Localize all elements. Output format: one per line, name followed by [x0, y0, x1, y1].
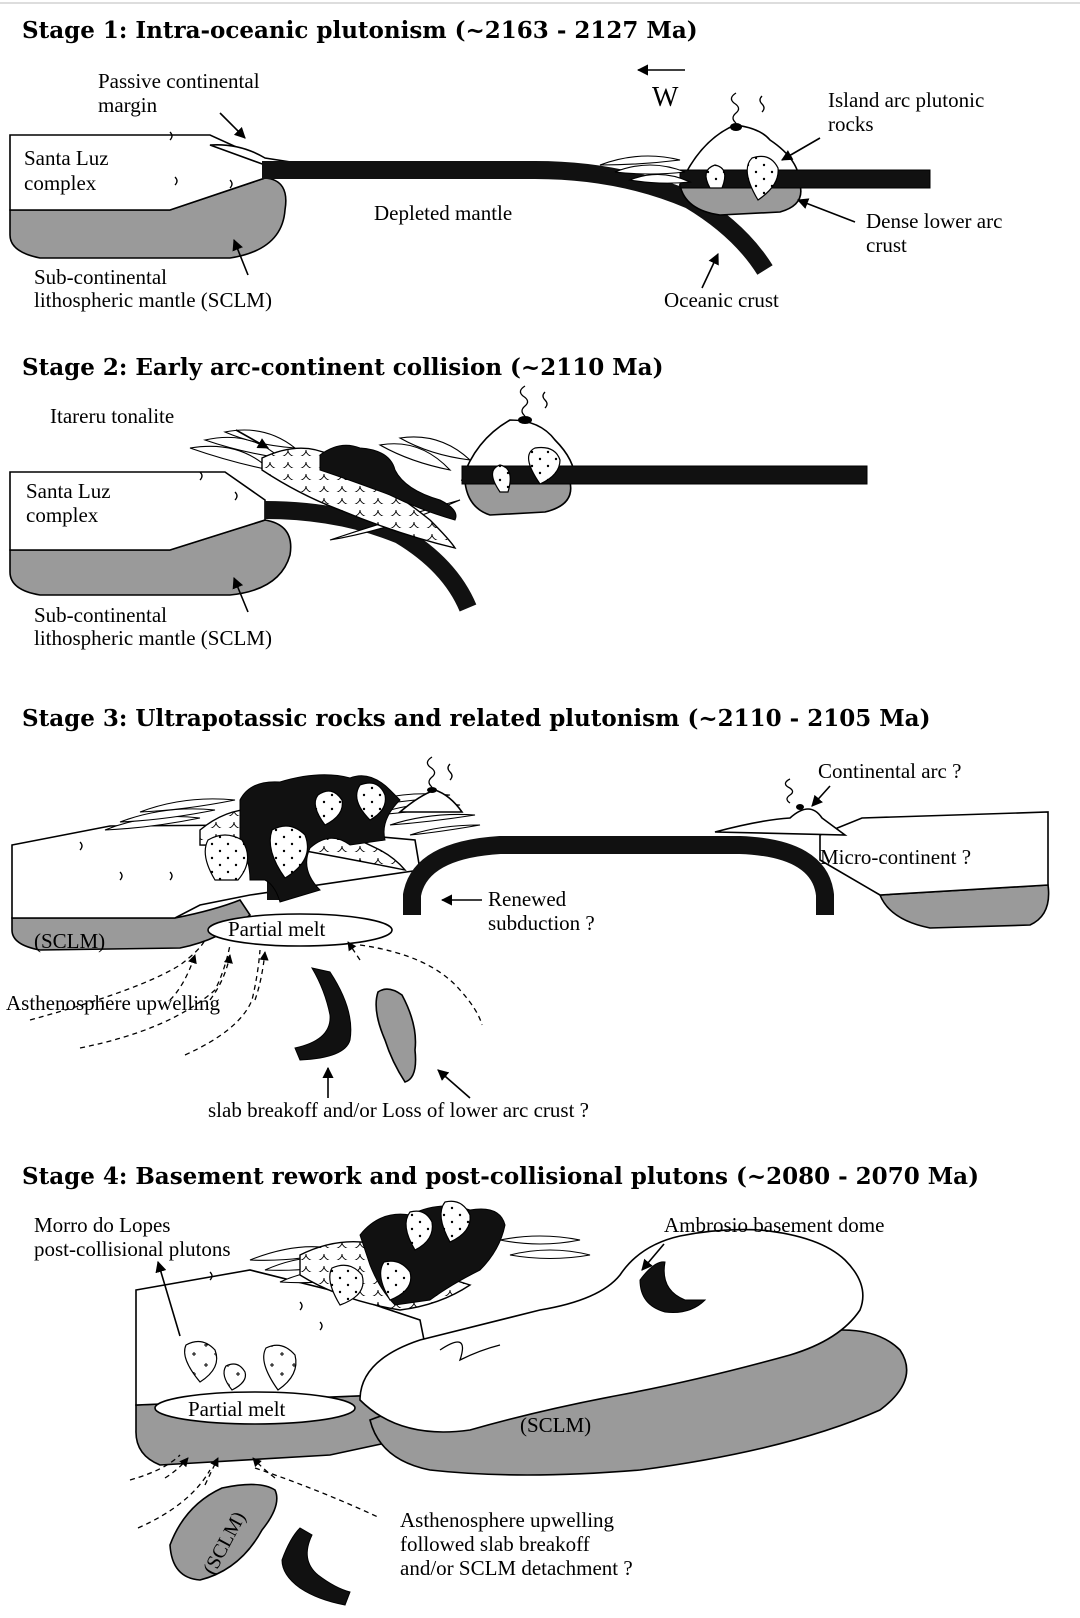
- stage4-morro-label-2: post-collisional plutons: [34, 1237, 231, 1261]
- stage4-panel: Stage 4: Basement rework and post-collis…: [22, 1163, 979, 1605]
- stage3-renewed-slab: [412, 845, 825, 915]
- stage3-title: Stage 3: Ultrapotassic rocks and related…: [22, 705, 930, 732]
- stage2-panel: Stage 2: Early arc-continent collision (…: [10, 354, 867, 650]
- stage3-volcano-plume: [427, 757, 434, 787]
- stage1-panel: Stage 1: Intra-oceanic plutonism (~2163 …: [10, 17, 1002, 312]
- stage4-partial-melt-label: Partial melt: [188, 1397, 286, 1421]
- stage3-partial-melt-label: Partial melt: [228, 917, 326, 941]
- stage2-itareru-label: Itareru tonalite: [50, 404, 174, 428]
- stage2-volcano-plume: [520, 386, 527, 416]
- stage4-morro-label-1: Morro do Lopes: [34, 1213, 170, 1237]
- stage3-continental-arc-arrow: [812, 786, 830, 806]
- stage1-west-label: W: [652, 82, 679, 113]
- stage1-passive-margin-label-1: Passive continental: [98, 69, 260, 93]
- stage4-asthenosphere-label-2: followed slab breakoff: [400, 1532, 590, 1556]
- stage4-asthenosphere-label-1: Asthenosphere upwelling: [400, 1508, 615, 1532]
- stage1-volcano-gas: [760, 96, 764, 112]
- stage3-continental-arc-volcano: [715, 809, 845, 835]
- stage3-micro-continent-label: Micro-continent ?: [820, 845, 971, 869]
- stage1-oceanic-crust-arrow: [702, 254, 718, 288]
- stage3-asthenosphere-label: Asthenosphere upwelling: [6, 991, 221, 1015]
- stage4-sclm-label: (SCLM): [520, 1413, 591, 1437]
- stage4-asthenosphere-label-3: and/or SCLM detachment ?: [400, 1556, 633, 1580]
- stage3-renewed-label-1: Renewed: [488, 887, 567, 911]
- stage1-island-arc-arrow: [782, 138, 820, 160]
- stage1-title: Stage 1: Intra-oceanic plutonism (~2163 …: [22, 17, 698, 44]
- stage1-volcano-plume: [731, 93, 738, 123]
- stage1-pluton-1: [706, 165, 725, 188]
- stage2-sclm-label-2: lithospheric mantle (SCLM): [34, 626, 272, 650]
- stage2-santa-luz-label-2: complex: [26, 503, 99, 527]
- stage2-sclm-label-1: Sub-continental: [34, 603, 167, 627]
- stage1-island-arc-label-2: rocks: [828, 112, 874, 136]
- stage1-sclm-label-1: Sub-continental: [34, 265, 167, 289]
- stage3-renewed-label-2: subduction ?: [488, 911, 595, 935]
- stage2-santa-luz-label-1: Santa Luz: [26, 479, 111, 503]
- stage4-broken-slab: [282, 1528, 350, 1605]
- stage1-oceanic-crust-label: Oceanic crust: [664, 288, 779, 312]
- stage1-vent: [730, 123, 742, 131]
- stage1-dense-lower-label-2: crust: [866, 233, 907, 257]
- stage3-detached-lower-arc: [376, 989, 415, 1082]
- stage1-sclm-label-2: lithospheric mantle (SCLM): [34, 288, 272, 312]
- stage1-depleted-mantle-label: Depleted mantle: [374, 201, 512, 225]
- stage1-santa-luz-label-1: Santa Luz: [24, 146, 109, 170]
- stage3-volcano-gas: [448, 764, 452, 780]
- stage3-upwelling-arrow-3: [255, 952, 265, 1000]
- stage2-slab: [265, 510, 468, 608]
- stage3-continental-arc-label: Continental arc ?: [818, 759, 961, 783]
- stage3-cont-arc-plume: [785, 779, 792, 803]
- stage3-panel: Stage 3: Ultrapotassic rocks and related…: [6, 705, 1049, 1122]
- stage3-sclm-label: (SCLM): [34, 929, 105, 953]
- stage2-dense-lower-arc: [465, 482, 571, 515]
- stage4-title: Stage 4: Basement rework and post-collis…: [22, 1163, 979, 1190]
- stage4-ambrosio-label: Ambrosio basement dome: [664, 1213, 884, 1237]
- stage3-broken-slab: [295, 968, 351, 1060]
- stage2-arc-plate: [462, 466, 867, 484]
- stage2-title: Stage 2: Early arc-continent collision (…: [22, 354, 663, 381]
- stage2-volcano-gas: [543, 392, 547, 408]
- stage3-vent: [427, 787, 437, 793]
- stage1-island-arc-label-1: Island arc plutonic: [828, 88, 984, 112]
- stage2-vent: [518, 416, 532, 424]
- stage3-upwelling-arrow-4: [348, 942, 360, 960]
- stage3-pluton-1: [205, 835, 247, 880]
- stage1-santa-luz-label-2: complex: [24, 171, 97, 195]
- stage3-cont-arc-vent: [796, 804, 804, 810]
- stage1-dense-lower-arrow: [798, 200, 855, 222]
- stage3-breakoff-arrow-2: [438, 1070, 470, 1098]
- stage3-breakoff-label: slab breakoff and/or Loss of lower arc c…: [208, 1098, 589, 1122]
- stage1-passive-margin-label-2: margin: [98, 93, 158, 117]
- stage1-dense-lower-label-1: Dense lower arc: [866, 209, 1002, 233]
- stage1-passive-margin-arrow: [220, 113, 245, 138]
